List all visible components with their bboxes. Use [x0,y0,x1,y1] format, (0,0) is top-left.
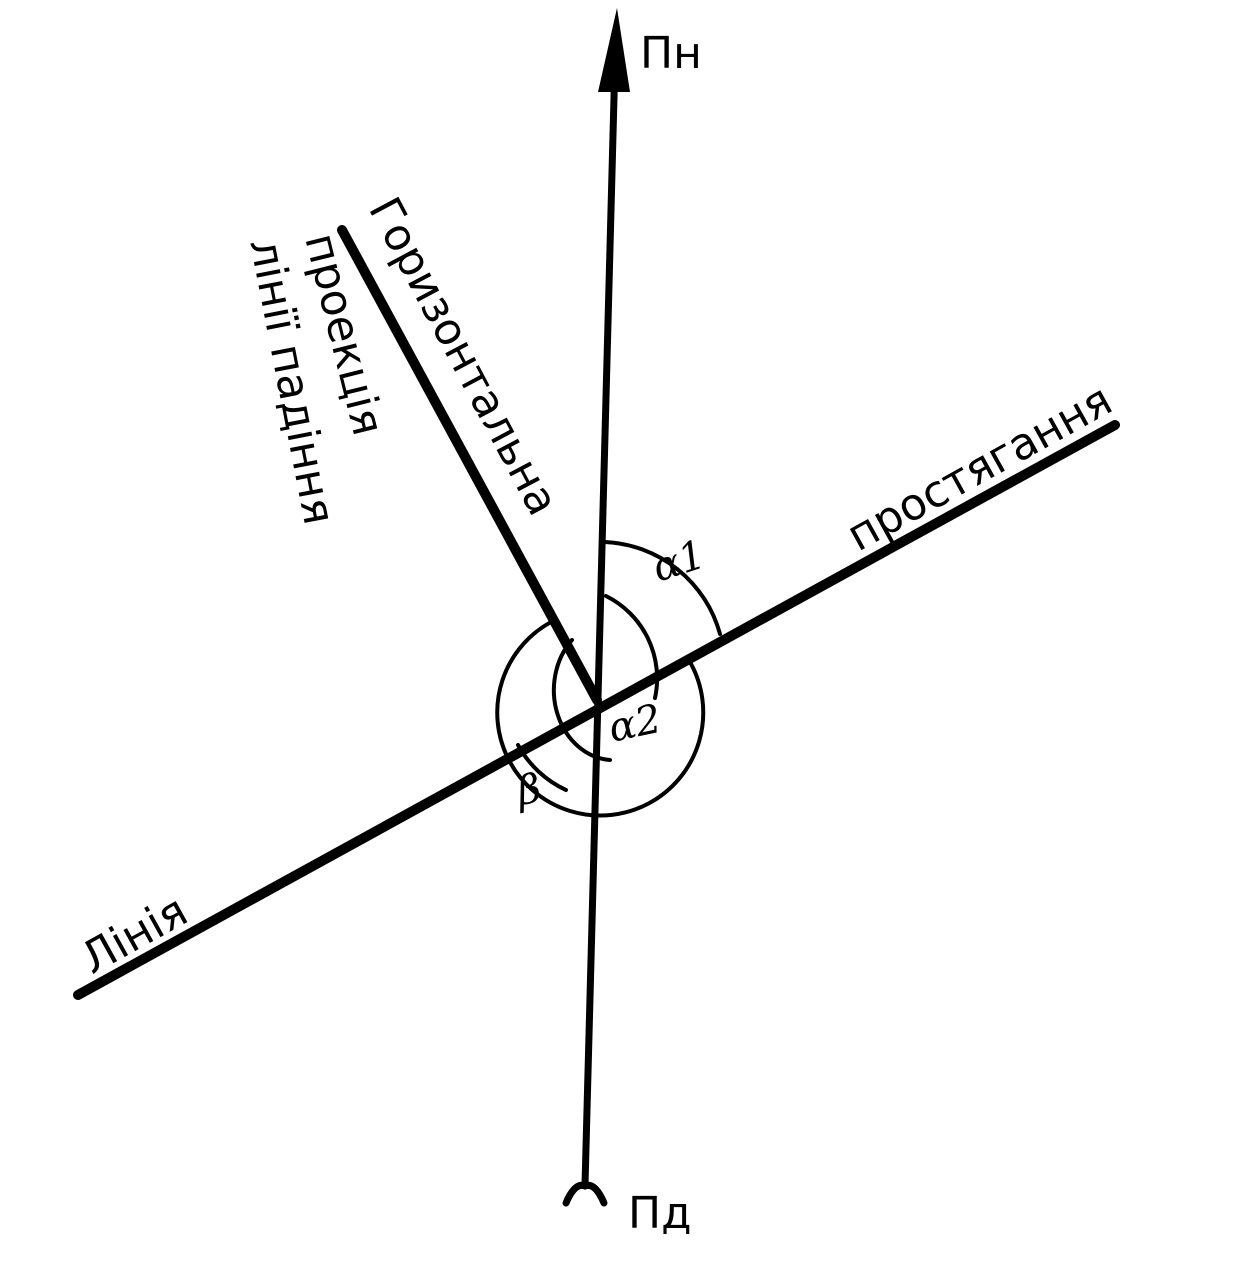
strike-line [73,420,1120,1000]
horizontal-label: Горизонтальна [358,189,568,524]
meridian-line [581,56,619,1189]
beta-arc [495,618,706,818]
alpha1-label: α1 [647,532,711,592]
alpha2-inner-arc [551,638,612,762]
strike-label: простягання [839,374,1121,561]
beta-tail-arc [516,743,568,792]
south-tail-mark [562,1181,608,1207]
dip-projection-line [337,225,602,705]
north-arrowhead [598,8,630,92]
south-label: Пд [628,1188,692,1239]
alpha1-arc [603,540,722,636]
alpha2-label: α2 [605,696,666,752]
north-label: Пн [640,28,702,79]
alpha2-arc [604,594,660,700]
